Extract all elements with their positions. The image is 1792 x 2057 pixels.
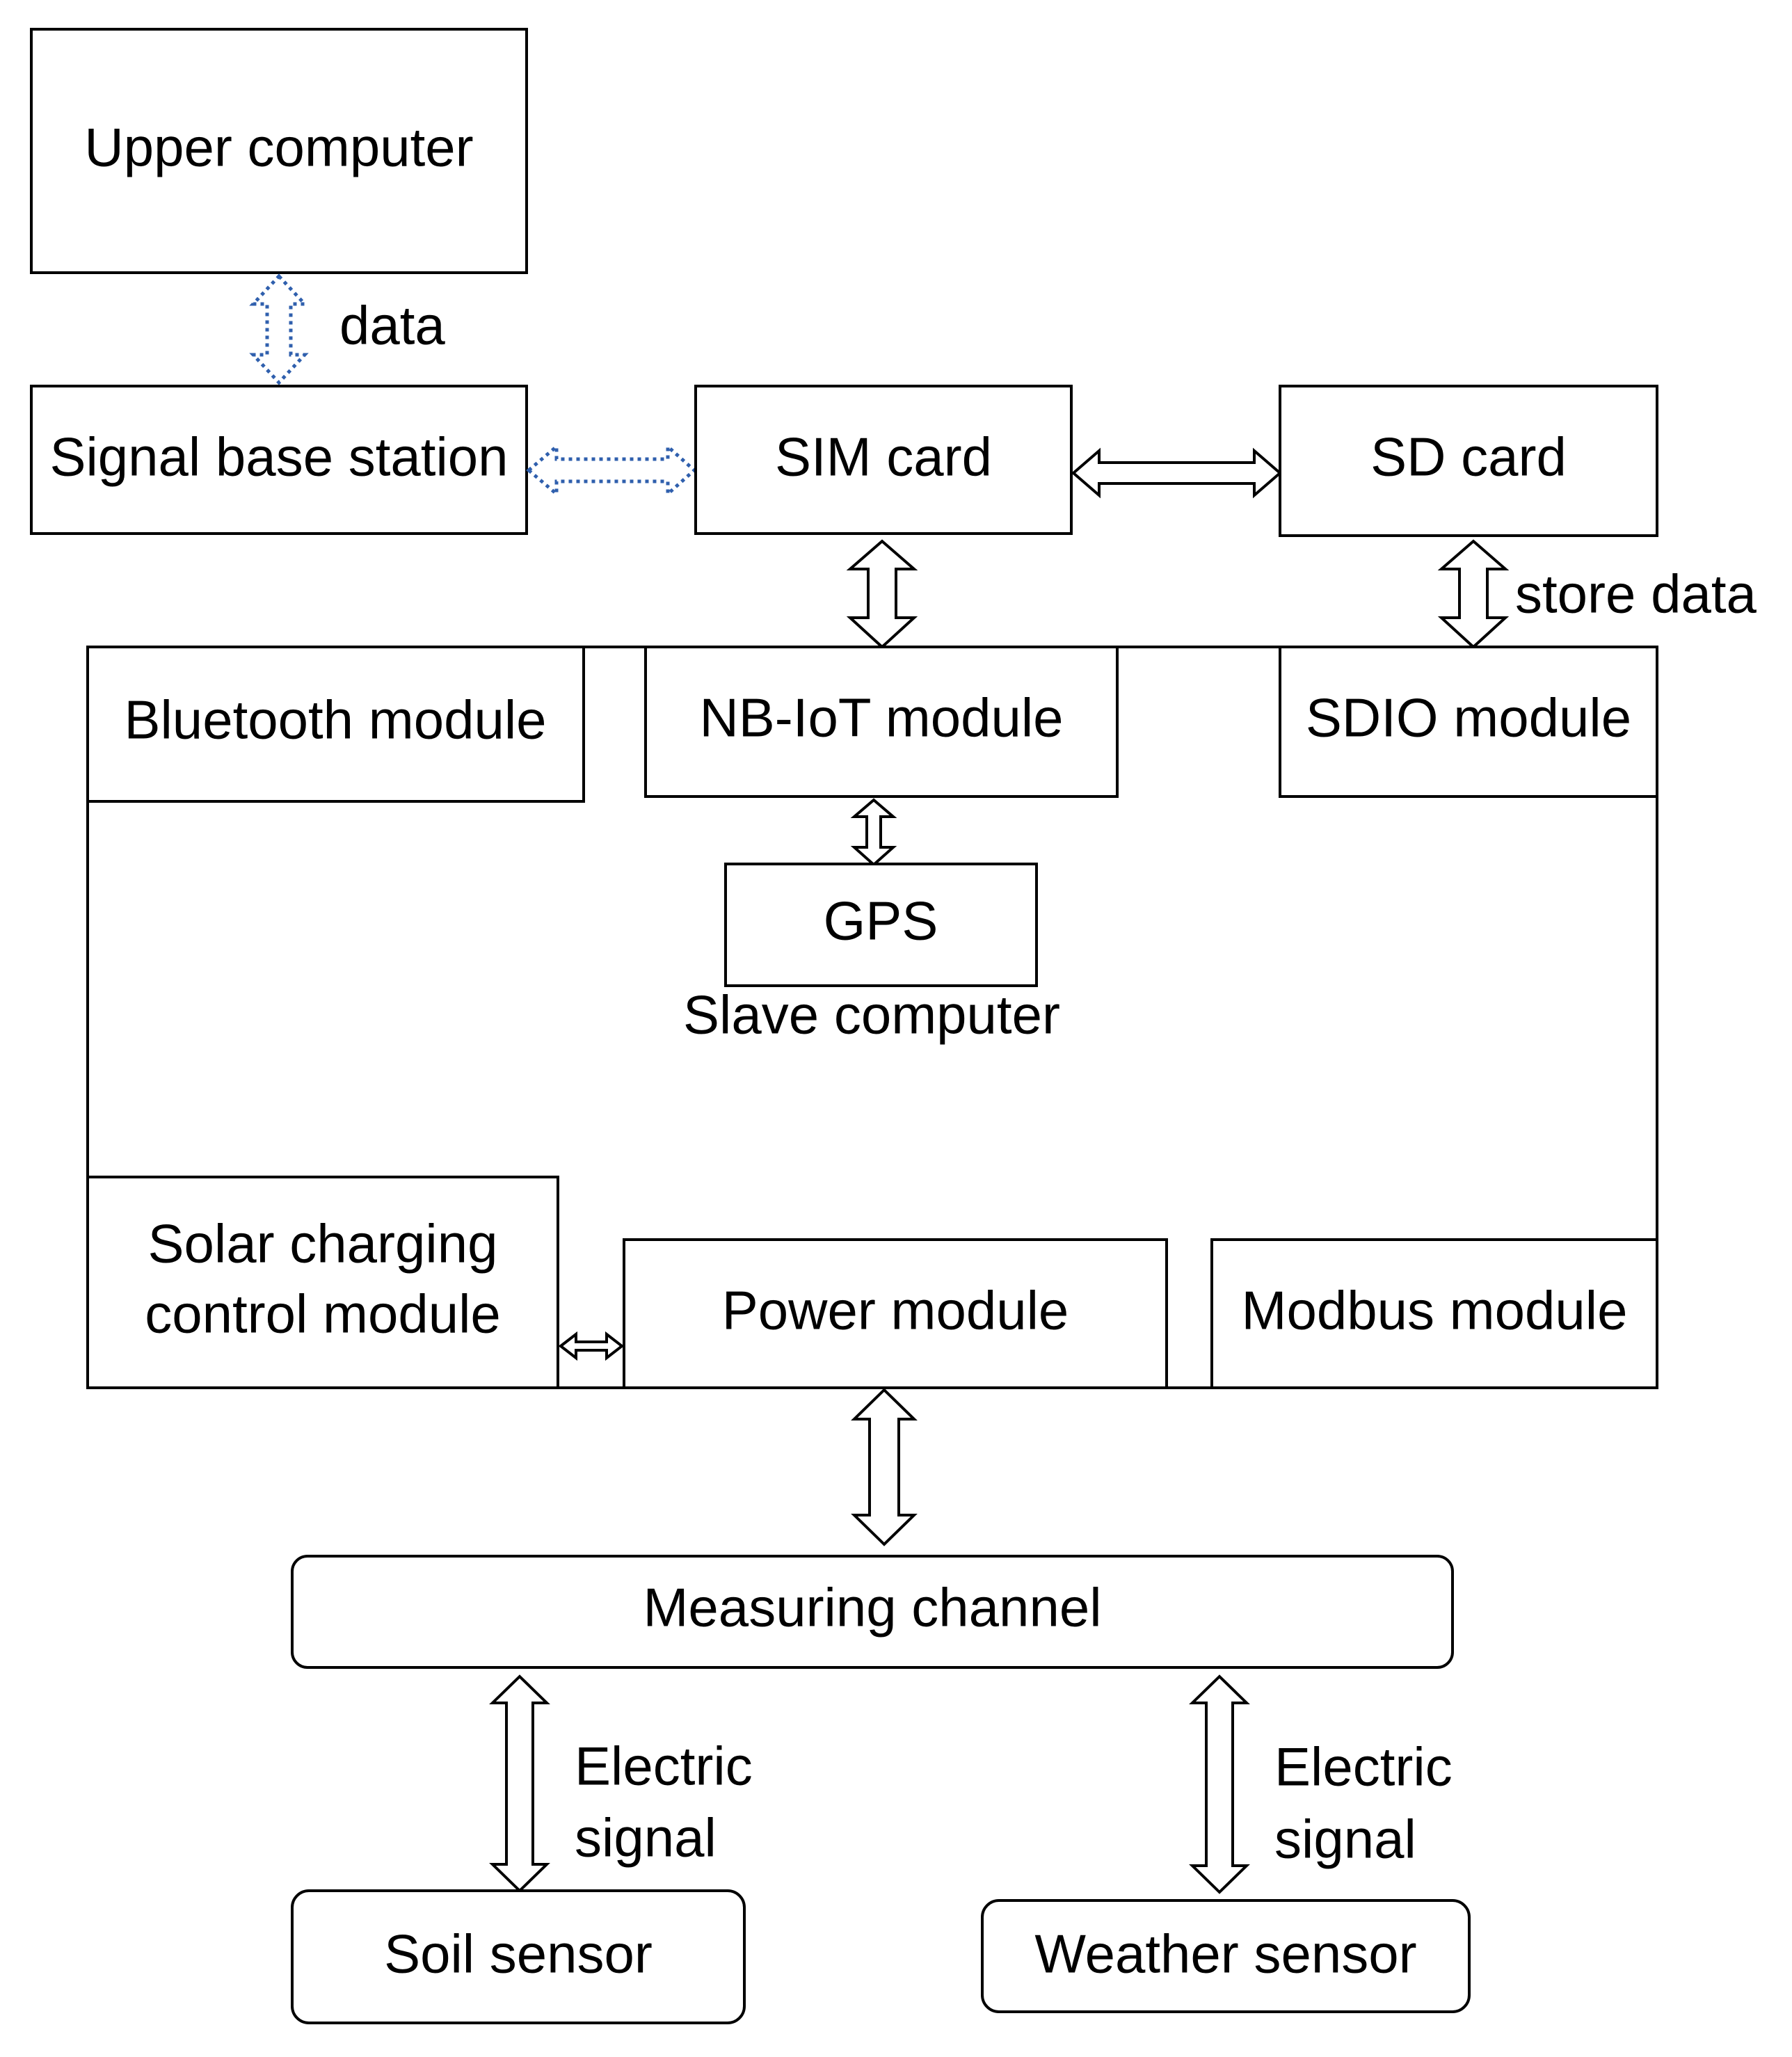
sd-card-node: SD card	[1279, 385, 1658, 537]
measuring-channel-label: Measuring channel	[643, 1577, 1101, 1638]
sim-sd-double-arrow	[1071, 447, 1283, 499]
gps-label: GPS	[824, 890, 938, 952]
electric-edge-label-2: Electric	[1274, 1736, 1453, 1798]
solar-module-label-line2: control module	[145, 1283, 501, 1345]
weather-sensor-label: Weather sensor	[1034, 1923, 1416, 1985]
sim-card-label: SIM card	[775, 426, 992, 488]
sim-card-node: SIM card	[694, 385, 1073, 535]
power-module-label: Power module	[722, 1280, 1069, 1341]
power-measuring-double-arrow	[851, 1388, 918, 1546]
upper-computer-node: Upper computer	[30, 28, 528, 274]
sim-nbiot-double-arrow	[846, 539, 918, 649]
upper-computer-label: Upper computer	[84, 117, 473, 178]
solar-charging-control-module-node: Solar charging control module	[86, 1176, 559, 1389]
bluetooth-module-label: Bluetooth module	[124, 689, 546, 751]
electric-edge-label-1: Electric	[575, 1736, 753, 1797]
signal-edge-label-2: signal	[1274, 1809, 1416, 1870]
sdio-module-label: SDIO module	[1306, 687, 1631, 749]
nbiot-module-label: NB-IoT module	[699, 687, 1063, 749]
store-data-edge-label: store data	[1515, 563, 1757, 625]
bluetooth-module-node: Bluetooth module	[86, 646, 585, 803]
sdio-module-node: SDIO module	[1279, 646, 1658, 798]
solar-power-double-arrow	[558, 1331, 625, 1361]
signal-base-station-node: Signal base station	[30, 385, 528, 535]
signal-edge-label-1: signal	[575, 1807, 717, 1868]
data-edge-label: data	[339, 295, 445, 356]
measuring-weather-double-arrow	[1189, 1674, 1250, 1894]
nbiot-gps-double-arrow	[850, 798, 897, 867]
modbus-module-node: Modbus module	[1210, 1238, 1658, 1389]
weather-sensor-node: Weather sensor	[981, 1899, 1471, 2013]
solar-module-label-line1: Solar charging	[148, 1213, 498, 1274]
sd-card-label: SD card	[1370, 426, 1567, 488]
measuring-channel-node: Measuring channel	[291, 1555, 1454, 1669]
slave-computer-label: Slave computer	[683, 984, 1060, 1046]
wireless-link-arrow-horizontal	[526, 442, 697, 498]
sd-sdio-double-arrow	[1437, 539, 1510, 649]
power-module-node: Power module	[623, 1238, 1168, 1389]
modbus-module-label: Modbus module	[1242, 1280, 1628, 1341]
wireless-link-arrow-vertical	[249, 273, 309, 385]
measuring-soil-double-arrow	[489, 1674, 550, 1893]
soil-sensor-label: Soil sensor	[384, 1923, 653, 1985]
gps-node: GPS	[724, 863, 1038, 987]
nbiot-module-node: NB-IoT module	[644, 646, 1119, 798]
soil-sensor-node: Soil sensor	[291, 1889, 746, 2024]
signal-base-station-label: Signal base station	[49, 426, 508, 488]
